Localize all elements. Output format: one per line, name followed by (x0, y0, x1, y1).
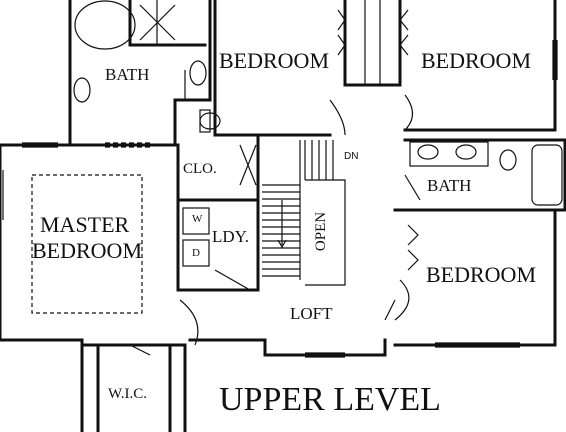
window-master-left (2, 170, 4, 220)
outer-wall-left (0, 143, 84, 432)
door-laundry (214, 269, 251, 291)
label-bath-right: BATH (427, 176, 472, 195)
bifold-left (337, 9, 346, 56)
label-open: OPEN (313, 211, 330, 252)
counter-right (409, 141, 489, 167)
label-bath-top: BATH (105, 65, 150, 84)
label-dryer: D (192, 247, 200, 259)
label-closet: CLO. (183, 161, 217, 177)
label-laundry: LDY. (212, 227, 249, 246)
sink-right-2 (455, 144, 477, 160)
bifold-right-bed (407, 224, 419, 271)
window-right-side (552, 40, 558, 80)
tub-bath-top (74, 0, 136, 50)
door-right-bedroom (394, 279, 410, 321)
wall-right-bath (403, 138, 566, 212)
closet-x (239, 144, 257, 186)
label-bedroom-top-left: BEDROOM (219, 48, 330, 73)
tub-right (531, 144, 563, 206)
wall-bath-top-right (173, 0, 212, 147)
window-loft (305, 352, 345, 358)
wall-shower (128, 0, 207, 47)
stair-treads (262, 140, 346, 286)
washer-box (182, 207, 210, 235)
toilet-bowl (199, 112, 221, 130)
label-bedroom-right: BEDROOM (426, 262, 537, 287)
label-wic: W.I.C. (108, 386, 148, 402)
plan-title: UPPER LEVEL (219, 381, 441, 418)
wall-right-bedroom (393, 208, 557, 347)
label-loft: LOFT (290, 304, 333, 323)
wall-laundry (176, 198, 260, 292)
label-master-line2: BEDROOM (32, 238, 143, 263)
wall-wic (80, 343, 187, 432)
door-right-bath (404, 174, 421, 201)
bifold-right (399, 9, 409, 56)
wall-bedroom-right (403, 0, 557, 132)
sink-right-1 (417, 144, 439, 160)
toilet-right (499, 149, 517, 171)
label-stair-down: DN (344, 151, 359, 162)
sink-bath-right (189, 60, 207, 86)
wall-bedroom-left (213, 0, 332, 137)
dryer-box (182, 239, 210, 267)
door-wic (129, 344, 151, 356)
door-bedroom-right (404, 94, 414, 131)
door-bedroom-left (329, 99, 346, 136)
master-dashed-outline (31, 174, 143, 314)
door-loft-right (384, 299, 396, 321)
closet-rod-center (364, 0, 381, 85)
door-master (179, 299, 199, 346)
window-bedroom-right-bottom (435, 342, 520, 348)
label-master-line1: MASTER (40, 212, 130, 237)
shower-lines (139, 0, 176, 45)
window-master-top (22, 142, 58, 148)
label-washer: W (192, 213, 203, 225)
wall-center-divider (343, 0, 402, 87)
sink-bath-left (73, 77, 91, 103)
label-bedroom-top-right: BEDROOM (421, 48, 532, 73)
wall-loft-bottom (188, 338, 387, 357)
